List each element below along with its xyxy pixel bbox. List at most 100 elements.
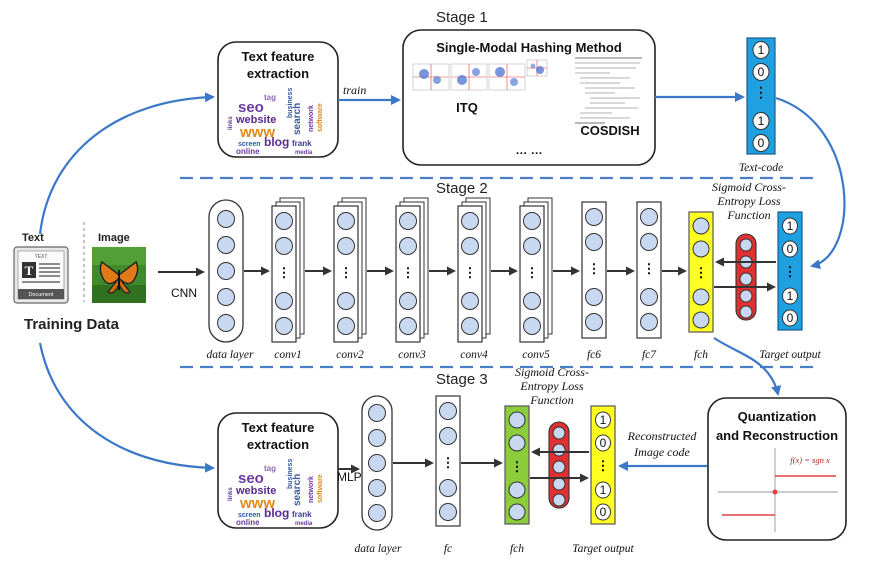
fc6-layer: ⋮	[581, 201, 607, 339]
stage3-forward-arrows	[393, 447, 589, 483]
training-data-caption: Training Data	[24, 316, 120, 333]
svg-text:www: www	[239, 495, 275, 512]
training-data: Text Image TEXT T Document	[13, 222, 146, 333]
svg-text:website: website	[235, 114, 276, 126]
target-bit: 0	[787, 242, 794, 256]
stage-2-label: Stage 2	[436, 180, 488, 197]
loss-label-stage2-3: Function	[726, 208, 770, 222]
svg-text:business: business	[287, 88, 294, 118]
loss-label-stage2-1: Sigmoid Cross-	[712, 180, 786, 194]
text-code-bit: 1	[758, 114, 765, 128]
svg-text:network: network	[308, 476, 315, 503]
svg-text:blog: blog	[264, 135, 289, 149]
more-methods-ellipsis: … …	[515, 143, 542, 157]
layer-label-fc: fc	[444, 543, 452, 555]
target-output-stage3: 1 0 ⋮ 1 0	[590, 405, 616, 525]
fch-layer-stage2: ⋮	[688, 211, 714, 333]
cosdish-label: COSDISH	[580, 123, 639, 138]
target-bit: 0	[600, 436, 607, 450]
text-feature-box-stage3: Text feature extraction seo tag website …	[217, 412, 339, 529]
cosdish-algorithm-snippet	[575, 57, 642, 124]
layer-label-fc6: fc6	[587, 349, 601, 361]
cnn-label: CNN	[171, 286, 197, 300]
mlp-label: MLP	[337, 470, 362, 484]
loss-label-stage3-1: Sigmoid Cross-	[515, 365, 589, 379]
svg-text:software: software	[317, 474, 324, 503]
svg-text:media: media	[295, 150, 313, 156]
text-label: Text	[22, 232, 44, 244]
hashing-title: Single-Modal Hashing Method	[436, 40, 622, 55]
word-cloud-image: seo tag website www blog screen online f…	[228, 88, 324, 156]
text-to-stage1-arrow	[38, 92, 215, 235]
target-bit: 1	[787, 289, 794, 303]
layer-label-conv2: conv2	[336, 349, 364, 361]
target-bit: 0	[787, 311, 794, 325]
word-cloud-image: seo tag website www blog screen online f…	[228, 459, 324, 527]
quantization-box: Quantization and Reconstruction f(x) = s…	[707, 397, 847, 541]
layer-label-fc7: fc7	[642, 349, 657, 361]
svg-text:network: network	[308, 105, 315, 132]
svg-text:⋮: ⋮	[442, 455, 455, 470]
doc-header: TEXT	[35, 254, 48, 260]
svg-text:search: search	[292, 103, 303, 135]
conv3-layer: ⋮	[395, 197, 429, 343]
conv1-layer: ⋮	[271, 197, 305, 343]
layer-label-fch: fch	[694, 349, 708, 361]
svg-text:online: online	[236, 147, 260, 156]
svg-text:⋮: ⋮	[278, 265, 291, 280]
layer-label-conv4: conv4	[460, 349, 488, 361]
loss-label-stage3-2: Entropy Loss	[519, 379, 584, 393]
svg-text:screen: screen	[238, 141, 261, 148]
text-feature-title-1: Text feature	[242, 49, 315, 64]
stage-1-label: Stage 1	[436, 9, 488, 26]
quantization-title-2: and Reconstruction	[716, 428, 838, 443]
svg-text:screen: screen	[238, 512, 261, 519]
conv2-layer: ⋮	[333, 197, 367, 343]
layer-label-conv3: conv3	[398, 349, 426, 361]
loss-label-stage3-3: Function	[529, 393, 573, 407]
text-code-bit: 0	[758, 136, 765, 150]
svg-text:⋮: ⋮	[402, 265, 415, 280]
text-code-column: 1 0 ⋮ 1 0 Text-code	[739, 37, 783, 174]
fch-layer-stage3: ⋮	[504, 405, 530, 525]
text-code-to-target-arrow	[775, 96, 846, 270]
text-feature-title-1: Text feature	[242, 420, 315, 435]
svg-text:frank: frank	[292, 510, 312, 519]
conv4-layer: ⋮	[457, 197, 491, 343]
reconstructed-label-1: Reconstructed	[627, 429, 698, 443]
document-icon: TEXT T Document	[13, 246, 69, 304]
svg-text:T: T	[25, 263, 34, 278]
layer-label-conv1: conv1	[274, 349, 301, 361]
svg-text:search: search	[292, 474, 303, 506]
target-output-stage2: 1 0 ⋮ 1 0	[777, 211, 803, 331]
itq-scatter-plots	[412, 59, 548, 91]
quantization-title-1: Quantization	[738, 409, 817, 424]
data-layer-stage2	[208, 199, 244, 343]
reconstructed-label-2: Image code	[633, 445, 690, 459]
svg-text:⋮: ⋮	[784, 264, 797, 279]
text-code-bit: 1	[758, 43, 765, 57]
target-bit: 1	[600, 483, 607, 497]
data-layer-stage3	[361, 395, 393, 531]
svg-text:online: online	[236, 518, 260, 527]
text-feature-title-2: extraction	[247, 66, 309, 81]
loss-layer-stage3	[548, 421, 570, 509]
target-bit: 1	[600, 413, 607, 427]
text-feature-box-stage1: Text feature extraction seo tag website …	[217, 41, 339, 158]
svg-text:links: links	[228, 116, 234, 130]
stage-3-label: Stage 3	[436, 371, 488, 388]
svg-text:seo: seo	[238, 99, 264, 116]
svg-text:seo: seo	[238, 470, 264, 487]
svg-text:business: business	[287, 459, 294, 489]
svg-text:⋮: ⋮	[597, 458, 610, 473]
text-code-bit: 0	[758, 65, 765, 79]
layer-label-data: data layer	[207, 349, 254, 361]
hashing-method-box: Single-Modal Hashing Method ITQ	[402, 29, 656, 166]
fc7-layer: ⋮	[636, 201, 662, 339]
text-code-label: Text-code	[739, 162, 783, 174]
svg-text:⋮: ⋮	[588, 261, 601, 276]
doc-footer: Document	[28, 292, 54, 298]
svg-text:website: website	[235, 485, 276, 497]
sign-function-plot: f(x) = sgn x	[718, 448, 838, 532]
